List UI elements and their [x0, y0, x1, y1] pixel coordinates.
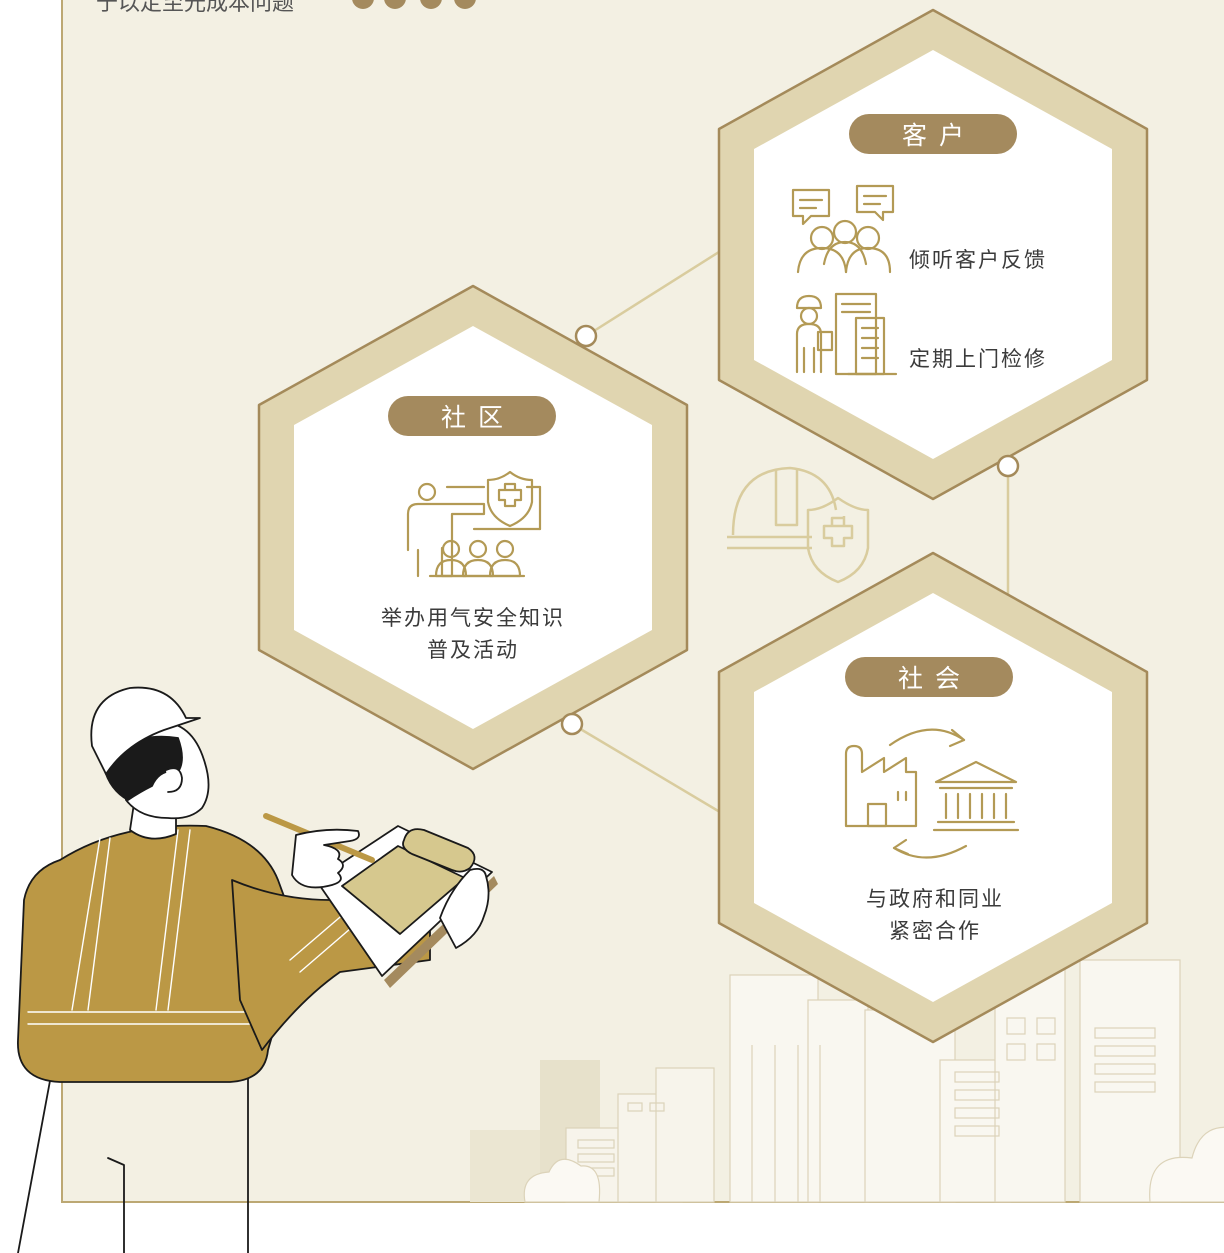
community-title: 社区: [441, 403, 515, 432]
customer-item-repair: 定期上门检修: [909, 347, 1047, 371]
safety-training-icon: [406, 470, 542, 578]
pill-community: 社区: [388, 396, 556, 436]
pill-society: 社会: [845, 657, 1013, 697]
worker-illustration: [17, 686, 498, 1253]
community-line-2: 普及活动: [427, 638, 519, 662]
factory-government-cycle-icon: [844, 728, 1020, 859]
society-line-2: 紧密合作: [889, 919, 981, 943]
top-caption: 于以定至光成本问题: [96, 0, 294, 16]
top-dots: [352, 0, 476, 9]
worker-building-icon: [795, 292, 898, 376]
people-speech-icon: [791, 184, 895, 274]
connector-nodes: [560, 324, 1020, 736]
connectors: [571, 243, 1010, 820]
society-title: 社会: [898, 664, 972, 693]
customer-item-feedback: 倾听客户反馈: [909, 248, 1047, 272]
society-line-1: 与政府和同业: [866, 887, 1004, 911]
hex-customer: [717, 8, 1149, 501]
helmet-shield-icon: [727, 466, 870, 584]
hex-society: [717, 551, 1149, 1044]
hex-community: [257, 284, 689, 771]
customer-title: 客户: [902, 121, 976, 150]
community-line-1: 举办用气安全知识: [381, 606, 565, 630]
pill-customer: 客户: [849, 114, 1017, 154]
